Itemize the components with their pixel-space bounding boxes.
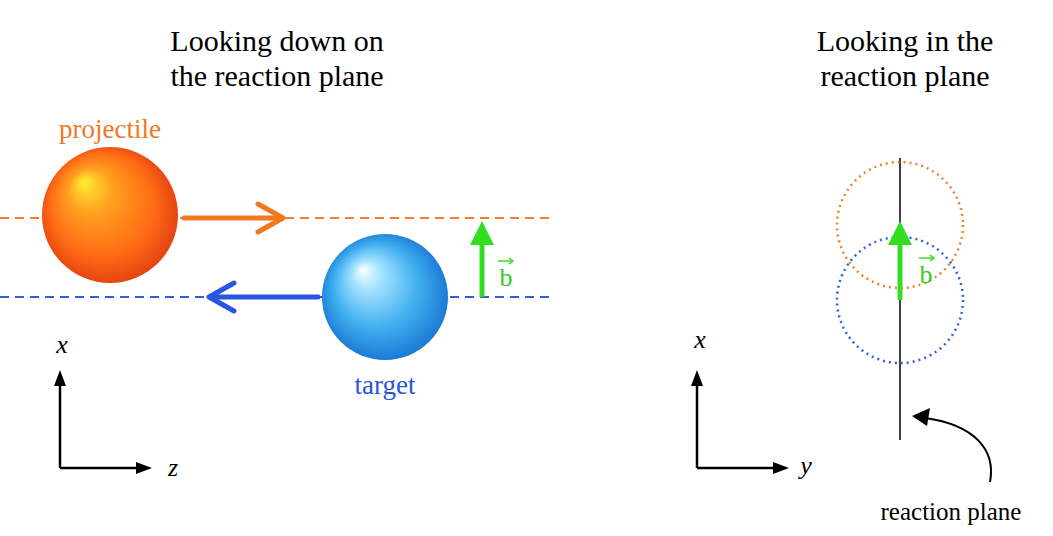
axes: [60, 382, 140, 468]
axis-arrowhead: [54, 370, 66, 386]
target-path: [0, 296, 552, 298]
projectile-arrow: [184, 204, 283, 232]
axis-arrowhead: [773, 462, 789, 474]
target-sphere: [322, 234, 448, 360]
axes: [697, 382, 777, 468]
callout-label: reaction plane: [881, 498, 1022, 527]
target-label: target: [355, 370, 416, 401]
pointer-arrowhead: [912, 408, 930, 426]
vector-label: b: [500, 263, 513, 293]
pointer-arrow: [925, 418, 991, 482]
target-arrow: [209, 283, 318, 311]
vector-label: b: [920, 260, 933, 290]
axis-label: x: [694, 325, 706, 355]
projectile-label: projectile: [59, 114, 161, 145]
panel-heading: Looking in the reaction plane: [785, 24, 1025, 93]
reaction-plane-line: [899, 158, 901, 440]
projectile-sphere: [42, 147, 178, 283]
impact-parameter-arrow: [470, 221, 494, 297]
target-outline: [837, 237, 963, 363]
axis-arrowhead: [691, 370, 703, 386]
axis-label: z: [168, 453, 178, 483]
axis-label: x: [56, 330, 68, 360]
axis-arrowhead: [136, 462, 152, 474]
axis-label: y: [800, 451, 812, 481]
panel-heading: Looking down on the reaction plane: [157, 24, 397, 93]
impact-parameter-arrow: [888, 221, 912, 300]
